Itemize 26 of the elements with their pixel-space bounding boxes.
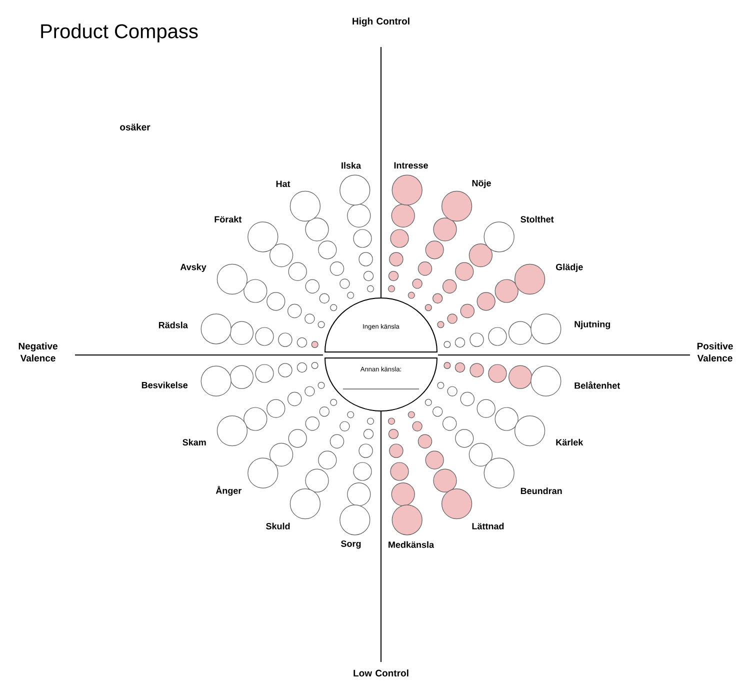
emotion-label: Intresse (394, 162, 428, 169)
emotion-label: Glädje (556, 264, 583, 272)
emotion-label: Stolthet (520, 216, 554, 222)
axis-label: Negative Valence (18, 342, 58, 362)
emotion-label: Beundran (520, 488, 562, 494)
emotion-label: Rädsla (158, 322, 188, 328)
emotion-label: Njutning (574, 320, 610, 330)
emotion-label: Lättnad (472, 522, 504, 530)
emotion-label: Förakt (214, 216, 242, 222)
note-text: osäker (120, 124, 150, 130)
emotion-label: Kärlek (556, 438, 584, 446)
axis-label: High Control (352, 18, 410, 26)
emotion-label: Nöje (472, 180, 491, 188)
axis-label: Low Control (354, 670, 408, 676)
emotion-label: Hat (276, 180, 290, 188)
emotion-label: Medkänsla (388, 541, 434, 548)
emotion-label: Skuld (266, 522, 290, 530)
emotion-label: Belåtenhet (574, 381, 620, 389)
emotion-label: Avsky (180, 264, 206, 272)
emotion-label: Sorg (341, 540, 361, 549)
axis-label: Positive Valence (697, 342, 733, 362)
emotion-label: Besvikelse (142, 382, 188, 388)
emotion-label: Skam (182, 438, 206, 446)
emotion-label: Ånger (216, 486, 242, 496)
title: Product Compass (41, 24, 198, 42)
emotion-label: Ilska (342, 162, 362, 169)
